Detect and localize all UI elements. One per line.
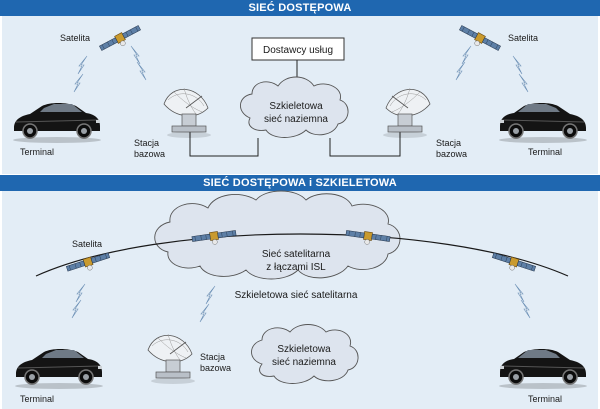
base-station-dish-icon	[147, 333, 196, 385]
base-right-label-line2: bazowa	[436, 149, 467, 159]
radio-link-icon	[455, 61, 466, 81]
service-providers-box	[251, 37, 345, 61]
orbit-arc	[35, 233, 569, 277]
ground-cloud-label-line1: Szkieletowa	[277, 344, 331, 355]
radio-link-icon	[77, 55, 88, 75]
wire-left-base-to-cloud	[189, 132, 259, 157]
sat-cloud-label-line1: Sieć satelitarna	[262, 249, 331, 260]
base-bottom-label-line1: Stacja	[200, 352, 225, 362]
radio-link-icon	[518, 73, 529, 93]
satellite-icon	[456, 23, 502, 57]
base-station-dish-icon	[382, 87, 431, 139]
radio-link-icon	[130, 45, 141, 65]
radio-link-icon	[514, 283, 525, 303]
radio-link-icon	[199, 303, 210, 323]
terminal-bottom-left-label: Terminal	[20, 394, 54, 404]
base-bottom-label-line2: bazowa	[200, 363, 231, 373]
terrestrial-backbone-cloud	[251, 324, 359, 384]
terminal-car-icon	[12, 102, 102, 144]
terminal-car-icon	[498, 102, 588, 144]
sat-cloud-label-line2: z łączami ISL	[266, 262, 326, 273]
satellite-left-label: Satelita	[60, 33, 90, 43]
satellite-network-cloud	[154, 190, 401, 280]
terminal-right-label: Terminal	[528, 147, 562, 157]
satellite-icon	[65, 251, 112, 278]
access-network-banner: SIEĆ DOSTĘPOWA	[0, 0, 600, 16]
terminal-car-icon	[498, 348, 588, 390]
wire-cloud-to-right-base	[329, 132, 401, 157]
base-left-label-line2: bazowa	[134, 149, 165, 159]
terminal-left-label: Terminal	[20, 147, 54, 157]
radio-link-icon	[512, 55, 523, 75]
radio-link-icon	[73, 73, 84, 93]
base-station-dish-icon	[163, 87, 212, 139]
satellite-icon	[490, 251, 537, 278]
cloud-label-line2: sieć naziemna	[264, 114, 328, 125]
terminal-bottom-right-label: Terminal	[528, 394, 562, 404]
terrestrial-backbone-cloud	[240, 76, 349, 138]
satellite-bottom-label: Satelita	[72, 239, 102, 249]
radio-link-icon	[205, 285, 216, 305]
ground-cloud-label-line2: sieć naziemna	[272, 357, 336, 368]
base-right-label-line1: Stacja	[436, 138, 461, 148]
sat-backbone-label: Szkieletowa sieć satelitarna	[235, 290, 358, 301]
radio-link-icon	[461, 45, 472, 65]
base-left-label-line1: Stacja	[134, 138, 159, 148]
satellite-icon	[98, 23, 144, 57]
service-providers-label: Dostawcy usług	[263, 45, 333, 56]
radio-link-icon	[136, 61, 147, 81]
backbone-network-banner: SIEĆ DOSTĘPOWA i SZKIELETOWA	[0, 175, 600, 191]
satellite-right-label: Satelita	[508, 33, 538, 43]
cloud-label-line1: Szkieletowa	[269, 101, 323, 112]
terminal-car-icon	[14, 348, 104, 390]
radio-link-icon	[75, 283, 86, 303]
radio-link-icon	[71, 299, 82, 319]
radio-link-icon	[520, 299, 531, 319]
